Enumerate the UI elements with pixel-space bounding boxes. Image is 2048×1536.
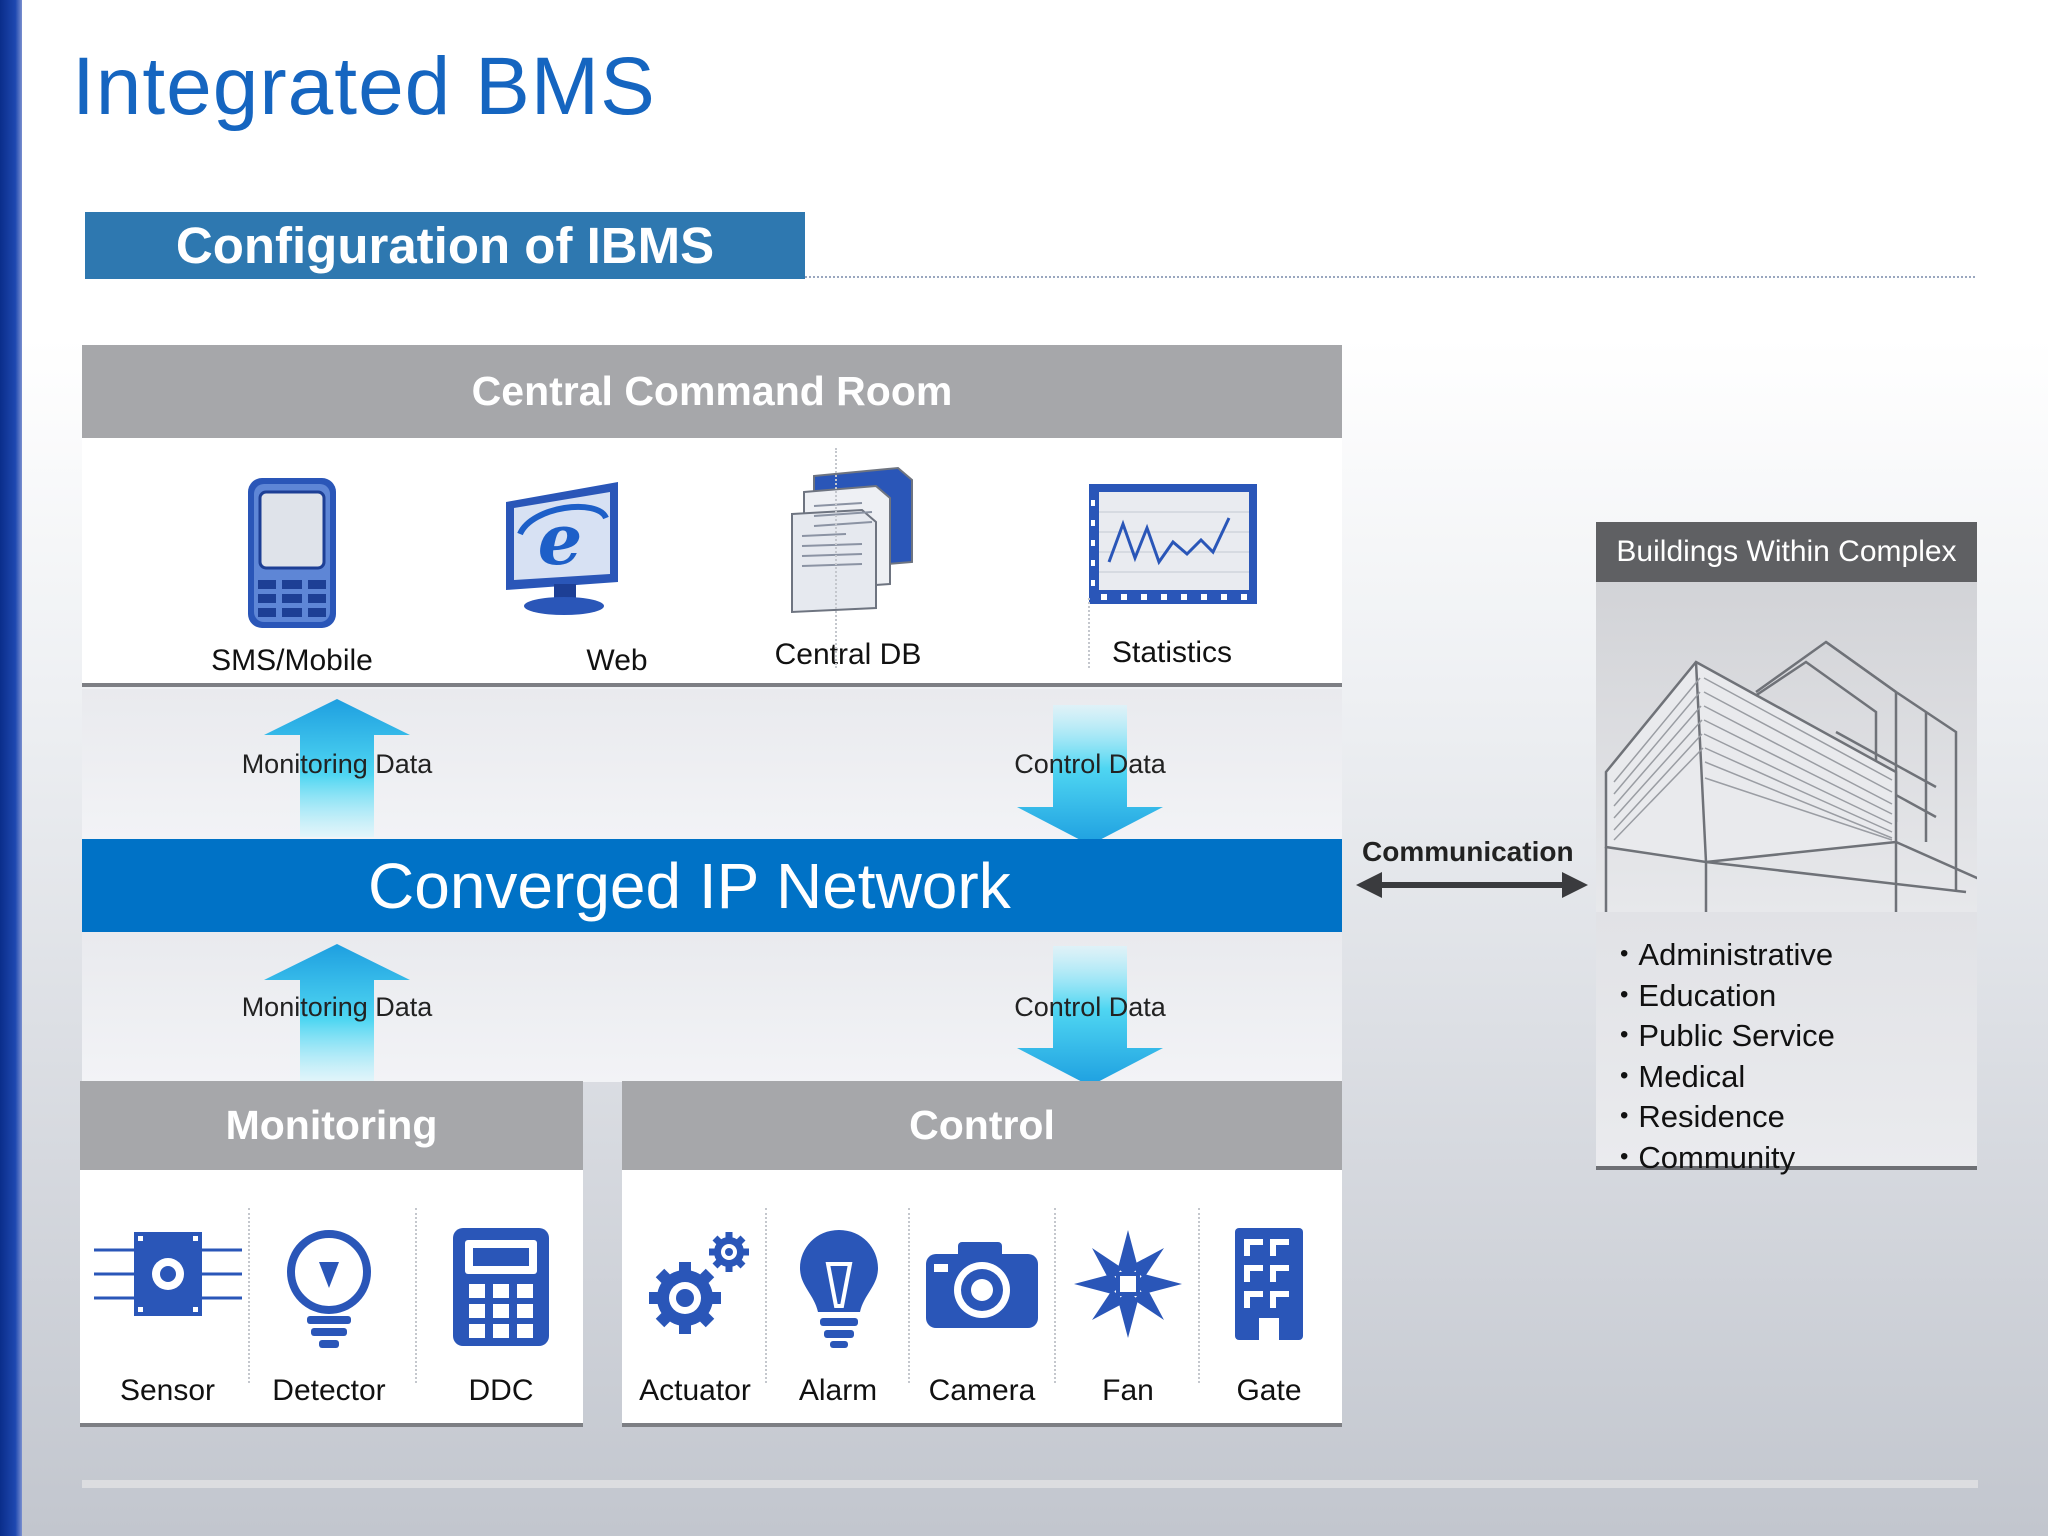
monitoring-header: Monitoring <box>80 1081 583 1170</box>
list-item: Education <box>1620 977 1977 1018</box>
building-icon <box>1604 640 1987 912</box>
list-item: Residence <box>1620 1098 1977 1139</box>
separator <box>1198 1208 1200 1383</box>
separator <box>415 1208 417 1383</box>
separator <box>1054 1208 1056 1383</box>
footer-divider <box>82 1480 1978 1488</box>
section-title: Configuration of IBMS <box>85 212 805 279</box>
sensor-chip-icon <box>94 1232 242 1316</box>
separator <box>765 1208 767 1383</box>
gears-icon <box>649 1232 749 1334</box>
sms-mobile-label: SMS/Mobile <box>211 644 373 677</box>
fan-icon <box>1074 1230 1182 1338</box>
statistics-label: Statistics <box>1111 636 1233 669</box>
building-illustration <box>1596 582 1987 912</box>
list-item: Medical <box>1620 1058 1977 1099</box>
documents-icon <box>791 466 913 614</box>
control-panel: Actuator Alarm Camera Fan <box>622 1170 1342 1427</box>
mobile-phone-icon <box>248 478 336 628</box>
sensor-label: Sensor <box>119 1374 216 1407</box>
communication-label: Communication <box>1362 836 1574 867</box>
gate-label: Gate <box>1236 1374 1302 1407</box>
communication-double-arrow <box>1356 872 1588 898</box>
buildings-header: Buildings Within Complex <box>1596 522 1977 582</box>
converged-ip-network-bar: Converged IP Network <box>82 839 1342 932</box>
monitoring-data-up-arrow <box>264 699 410 837</box>
monitoring-panel: Sensor Detector DDC <box>80 1170 583 1427</box>
separator <box>835 448 837 668</box>
web-label: Web <box>586 644 648 677</box>
monitoring-data-up-arrow <box>264 944 410 1082</box>
left-accent-bar <box>0 0 22 1536</box>
alarm-label: Alarm <box>798 1374 878 1407</box>
camera-icon <box>926 1242 1038 1328</box>
control-data-label: Control Data <box>1014 749 1166 779</box>
calculator-icon <box>453 1228 549 1346</box>
detector-label: Detector <box>272 1374 386 1407</box>
fan-label: Fan <box>1102 1374 1154 1407</box>
list-item: Community <box>1620 1139 1977 1180</box>
control-data-down-arrow <box>1017 946 1163 1086</box>
gate-icon <box>1235 1228 1303 1340</box>
monitoring-data-label: Monitoring Data <box>241 992 433 1022</box>
section-divider <box>805 276 1975 278</box>
ddc-label: DDC <box>468 1374 534 1407</box>
statistics-chart-icon <box>1089 484 1257 604</box>
page-title: Integrated BMS <box>72 41 656 132</box>
control-data-label: Control Data <box>1014 992 1166 1022</box>
monitoring-data-label: Monitoring Data <box>241 749 433 779</box>
lower-data-flow: Monitoring Data Control Data <box>82 932 1342 1086</box>
web-browser-icon: e <box>506 482 618 615</box>
separator <box>248 1208 250 1383</box>
list-item: Administrative <box>1620 936 1977 977</box>
actuator-label: Actuator <box>639 1374 751 1407</box>
control-header: Control <box>622 1081 1342 1170</box>
separator <box>1088 598 1090 668</box>
detector-icon <box>287 1230 371 1348</box>
separator <box>908 1208 910 1383</box>
list-item: Public Service <box>1620 1017 1977 1058</box>
central-command-header: Central Command Room <box>82 345 1342 438</box>
control-data-down-arrow <box>1017 705 1163 845</box>
central-command-panel: SMS/Mobile e Web Central DB <box>82 438 1342 687</box>
buildings-list: Administrative Education Public Service … <box>1596 912 1977 1175</box>
central-db-label: Central DB <box>774 638 922 671</box>
upper-data-flow: Monitoring Data Control Data <box>82 689 1342 845</box>
camera-label: Camera <box>928 1374 1036 1407</box>
alarm-bulb-icon <box>800 1230 878 1348</box>
